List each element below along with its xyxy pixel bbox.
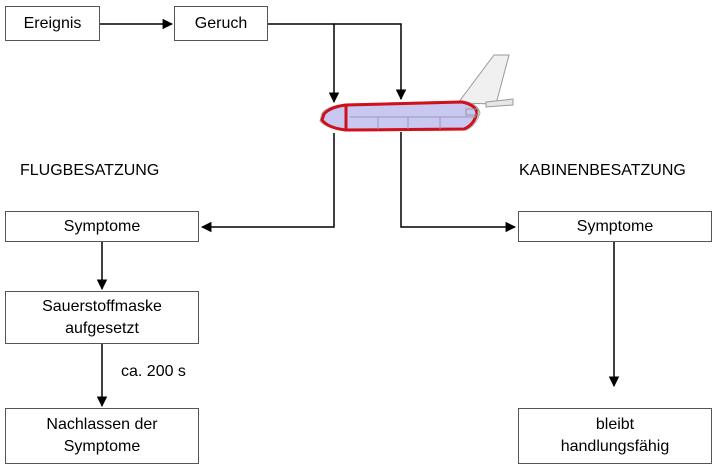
node-symptome-flug-label: Symptome	[63, 217, 141, 235]
label-flugbesatzung: FLUGBESATZUNG	[20, 162, 160, 179]
arrow-cabin-symptome-kabine	[400, 132, 517, 233]
arrow-cockpit-symptome-flug	[200, 133, 335, 233]
node-sauerstoffmaske: Sauerstoffmaske aufgesetzt	[5, 291, 199, 344]
label-kabinenbesatzung: KABINENBESATZUNG	[519, 162, 686, 179]
arrow-geruch-cabin	[334, 23, 407, 101]
node-symptome-flug: Symptome	[5, 211, 199, 242]
aircraft-stabilizer	[485, 98, 514, 108]
arrow-geruch-cockpit	[268, 23, 340, 104]
aircraft-icon	[319, 54, 514, 132]
node-nachlassen: Nachlassen der Symptome	[5, 408, 199, 464]
node-geruch-label: Geruch	[194, 14, 248, 32]
node-symptome-kabine-label: Symptome	[576, 217, 654, 235]
aircraft-apu	[465, 108, 479, 116]
node-geruch: Geruch	[174, 6, 268, 41]
aircraft-tail	[457, 54, 510, 105]
node-ereignis-label: Ereignis	[23, 14, 82, 32]
node-handlungsfaehig: bleibt handlungsfähig	[518, 408, 712, 464]
aircraft-panel-lines	[350, 116, 476, 129]
node-nachlassen-label: Nachlassen der Symptome	[46, 416, 158, 455]
aircraft-cabin-highlight	[320, 100, 479, 132]
node-ereignis: Ereignis	[5, 6, 100, 41]
node-symptome-kabine: Symptome	[518, 211, 712, 242]
node-handlungsfaehig-label: bleibt handlungsfähig	[560, 416, 670, 455]
node-sauerstoffmaske-label: Sauerstoffmaske aufgesetzt	[42, 297, 162, 337]
label-time: ca. 200 s	[121, 363, 186, 380]
